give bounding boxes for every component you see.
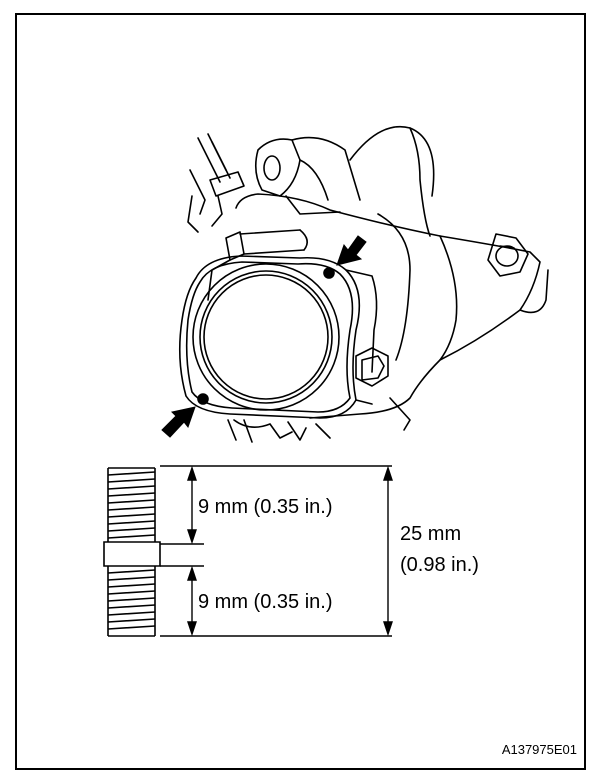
figure-frame	[15, 13, 586, 770]
stud-bolt-icon	[103, 467, 161, 637]
bolt-icon	[355, 347, 389, 387]
total-dimension-inch-label: (0.98 in.)	[400, 554, 479, 576]
lower-dimension-label: 9 mm (0.35 in.)	[198, 591, 332, 613]
dimension-lines	[160, 465, 393, 637]
arrow-icon	[161, 406, 196, 438]
upper-dimension-label: 9 mm (0.35 in.)	[198, 496, 332, 518]
arrow-icon	[336, 235, 367, 266]
total-dimension-label: 25 mm	[400, 523, 461, 545]
knuckle-housing-illustration	[178, 126, 549, 443]
figure-code: A137975E01	[502, 742, 577, 757]
bolt-icon	[487, 233, 529, 277]
brake-pipe	[187, 133, 245, 233]
